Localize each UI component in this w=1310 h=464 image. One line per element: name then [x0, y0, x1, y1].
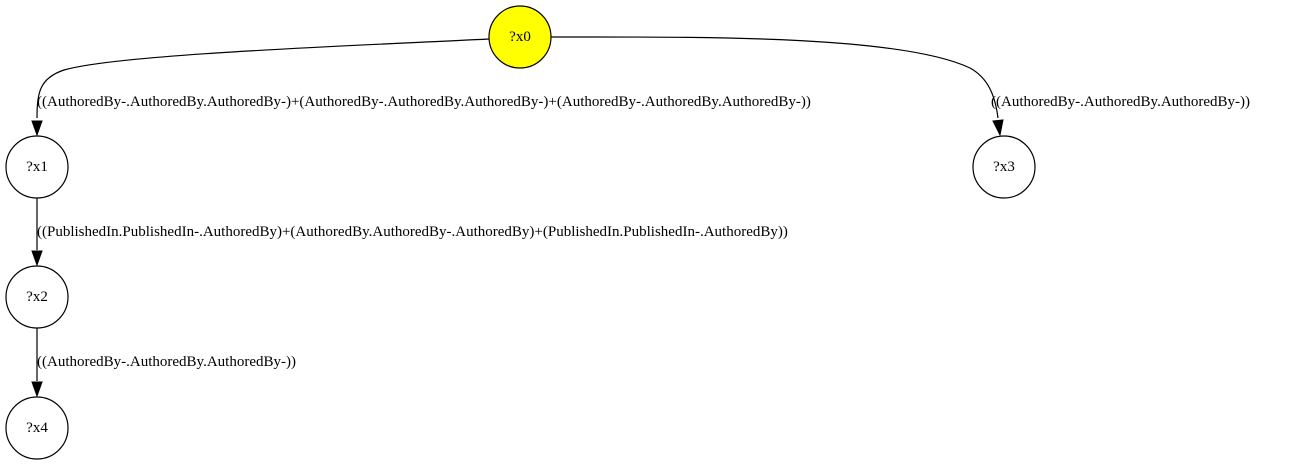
arrowhead	[31, 250, 43, 267]
edge-label-x0-x1: ((AuthoredBy-.AuthoredBy.AuthoredBy-)+(A…	[37, 94, 811, 110]
edge-x0-x1: ((AuthoredBy-.AuthoredBy.AuthoredBy-)+(A…	[31, 38, 811, 137]
edge-label-x0-x3: ((AuthoredBy-.AuthoredBy.AuthoredBy-))	[991, 94, 1250, 110]
node-circle	[5, 396, 69, 460]
edge-x2-x4: ((AuthoredBy-.AuthoredBy.AuthoredBy-))	[31, 328, 296, 398]
arrowhead	[31, 120, 43, 137]
node-label: ?x1	[26, 159, 48, 175]
node-label: ?x3	[993, 159, 1015, 175]
edge-line	[550, 36, 999, 119]
node-circle	[5, 265, 69, 329]
node-circle	[488, 5, 552, 69]
arrowhead	[992, 119, 1004, 137]
arrowhead	[31, 381, 43, 398]
node-x0[interactable]: ?x0	[488, 5, 552, 69]
node-label: ?x4	[26, 420, 48, 436]
node-label: ?x0	[509, 29, 531, 45]
node-x4[interactable]: ?x4	[5, 396, 69, 460]
node-circle	[5, 135, 69, 199]
node-x3[interactable]: ?x3	[972, 135, 1036, 199]
node-x2[interactable]: ?x2	[5, 265, 69, 329]
node-label: ?x2	[26, 289, 48, 305]
node-x1[interactable]: ?x1	[5, 135, 69, 199]
edge-line	[36, 38, 490, 119]
node-circle	[972, 135, 1036, 199]
edge-x1-x2: ((PublishedIn.PublishedIn-.AuthoredBy)+(…	[31, 198, 788, 267]
edge-x0-x3: ((AuthoredBy-.AuthoredBy.AuthoredBy-))	[550, 36, 1250, 137]
edge-label-x2-x4: ((AuthoredBy-.AuthoredBy.AuthoredBy-))	[37, 354, 296, 370]
edge-label-x1-x2: ((PublishedIn.PublishedIn-.AuthoredBy)+(…	[37, 224, 788, 240]
